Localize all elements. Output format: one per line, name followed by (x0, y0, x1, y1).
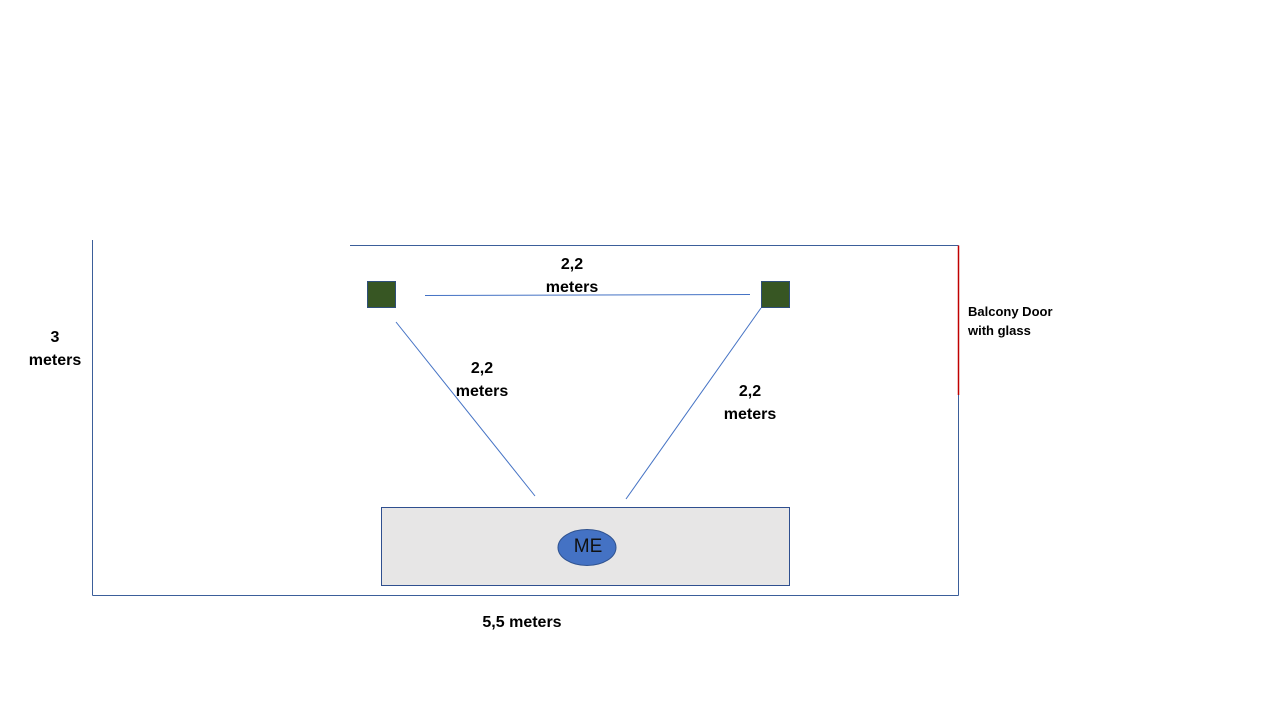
distance-line-left (395, 321, 536, 497)
right-distance-label: 2,2 meters (708, 380, 792, 426)
right-distance-value: 2,2 (738, 383, 762, 400)
left-distance-value: 2,2 (470, 360, 494, 377)
top-distance-label: 2,2 meters (530, 253, 614, 299)
top-distance-value: 2,2 (560, 256, 584, 273)
room-width-value: 5,5 meters (482, 614, 562, 631)
room-height-unit: meters (28, 352, 82, 369)
listener-marker (557, 529, 617, 566)
distance-line-right (625, 307, 762, 500)
listener-label: ME (573, 536, 603, 557)
room-width-label: 5,5 meters (462, 611, 582, 634)
left-distance-unit: meters (455, 383, 509, 400)
left-distance-label: 2,2 meters (440, 357, 524, 403)
right-distance-unit: meters (723, 406, 777, 423)
speaker-right (761, 281, 790, 308)
balcony-door-label: Balcony Door with glass (968, 302, 1088, 340)
top-distance-unit: meters (545, 279, 599, 296)
room-height-label: 3 meters (20, 326, 90, 372)
balcony-door-label-line-1: Balcony Door (968, 304, 1053, 319)
room-height-value: 3 (50, 329, 60, 346)
distance-line-top (424, 294, 751, 296)
balcony-door-label-line-2: with glass (968, 323, 1031, 338)
speaker-left (367, 281, 396, 308)
